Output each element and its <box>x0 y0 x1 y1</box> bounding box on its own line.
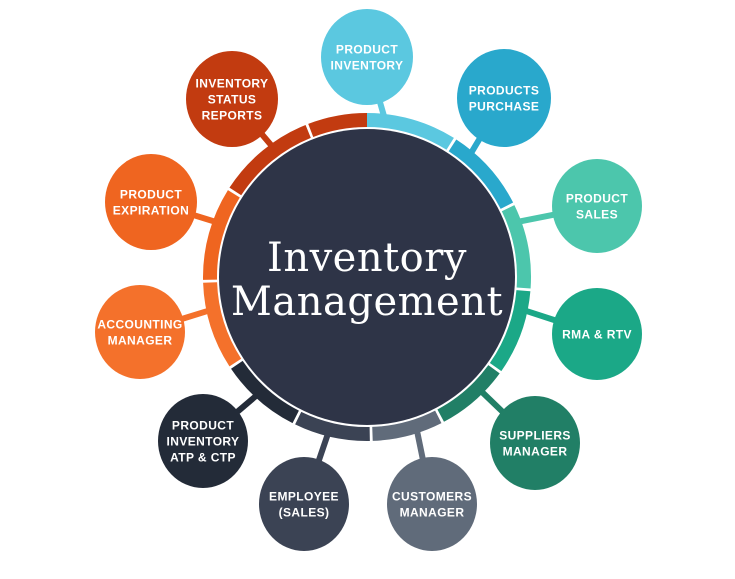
node-label-line: (SALES) <box>279 505 330 519</box>
node-product-expiration[interactable]: PRODUCT EXPIRATION <box>105 154 197 250</box>
connector-line <box>233 393 259 417</box>
node-circle[interactable] <box>490 396 580 490</box>
node-circle[interactable] <box>259 457 349 551</box>
node-label-line: EMPLOYEE <box>269 489 339 503</box>
segment-employee-sales[interactable] <box>295 411 370 442</box>
node-label-line: CUSTOMERS <box>392 489 472 503</box>
node-label-line: MANAGER <box>108 333 173 347</box>
ring-segments-group <box>203 113 532 442</box>
node-label-line: RMA & RTV <box>562 327 632 341</box>
connector-line <box>191 211 216 225</box>
node-label-line: MANAGER <box>400 505 465 519</box>
hub-title-line2: Management <box>231 279 503 325</box>
connector-line <box>179 307 210 323</box>
node-circle[interactable] <box>457 49 551 147</box>
node-label-line: REPORTS <box>202 108 263 122</box>
node-circle[interactable] <box>387 457 477 551</box>
hub-circle[interactable] <box>219 129 515 425</box>
node-suppliers-manager[interactable]: SUPPLIERS MANAGER <box>490 396 580 490</box>
node-label-line: SALES <box>576 207 618 221</box>
node-circle[interactable] <box>321 9 413 105</box>
node-label-line: PRODUCT <box>120 187 182 201</box>
node-circle[interactable] <box>186 51 278 147</box>
node-circle[interactable] <box>158 394 248 488</box>
node-label-line: PURCHASE <box>469 99 540 113</box>
node-label-line: PRODUCT <box>172 418 234 432</box>
hub-title-line1: Inventory <box>267 235 467 281</box>
node-product-inventory[interactable]: PRODUCT INVENTORY <box>321 9 413 105</box>
segment-accounting-manager[interactable] <box>203 282 242 367</box>
node-product-inventory-atp-and-ctp[interactable]: PRODUCT INVENTORY ATP & CTP <box>158 394 248 488</box>
segment-rma-rtv[interactable] <box>489 290 531 372</box>
node-circle[interactable] <box>95 285 185 379</box>
connector-line <box>479 389 507 417</box>
node-accounting-manager[interactable]: ACCOUNTING MANAGER <box>95 285 185 379</box>
connector-line <box>314 433 331 466</box>
node-label-line: INVENTORY <box>331 58 404 72</box>
segment-customers-manager[interactable] <box>372 410 442 441</box>
node-product-sales[interactable]: PRODUCT SALES <box>552 159 642 253</box>
node-employee-sales[interactable]: EMPLOYEE (SALES) <box>259 457 349 551</box>
node-label-line: INVENTORY <box>167 434 240 448</box>
node-customers-manager[interactable]: CUSTOMERS MANAGER <box>387 457 477 551</box>
segment-product-sales[interactable] <box>501 205 532 289</box>
node-circle[interactable] <box>552 288 642 380</box>
node-circle[interactable] <box>105 154 197 250</box>
node-label-line: PRODUCT <box>336 42 398 56</box>
node-rma-and-rtv[interactable]: RMA & RTV <box>552 288 642 380</box>
segment-product-inventory[interactable] <box>367 113 454 150</box>
satellite-nodes-group: PRODUCTINVENTORYPRODUCTSPURCHASEPRODUCTS… <box>95 9 642 551</box>
connector-line <box>414 430 427 464</box>
node-label-line: ACCOUNTING <box>97 317 182 331</box>
node-label-line: PRODUCT <box>566 191 628 205</box>
node-label-line: MANAGER <box>503 444 568 458</box>
segment-product-inventory-atp-ctp[interactable] <box>231 360 299 424</box>
node-label-line: PRODUCTS <box>469 83 540 97</box>
node-label-line: STATUS <box>208 92 257 106</box>
connector-line <box>518 211 557 225</box>
connector-line <box>524 307 559 324</box>
segment-products-purchase[interactable] <box>448 139 514 209</box>
segment-suppliers-manager[interactable] <box>437 365 500 422</box>
node-label-line: EXPIRATION <box>113 203 189 217</box>
segment-inventory-status-reports[interactable] <box>229 124 311 196</box>
node-circle[interactable] <box>552 159 642 253</box>
segment-product-expiration[interactable] <box>203 190 240 280</box>
node-products-purchase[interactable]: PRODUCTS PURCHASE <box>457 49 551 147</box>
node-label-line: SUPPLIERS <box>499 428 571 442</box>
node-label-line: ATP & CTP <box>170 450 236 464</box>
node-inventory-status-reports[interactable]: INVENTORY STATUS REPORTS <box>186 51 278 147</box>
node-label-line: INVENTORY <box>196 76 269 90</box>
segment-top-left-red[interactable] <box>308 113 367 137</box>
